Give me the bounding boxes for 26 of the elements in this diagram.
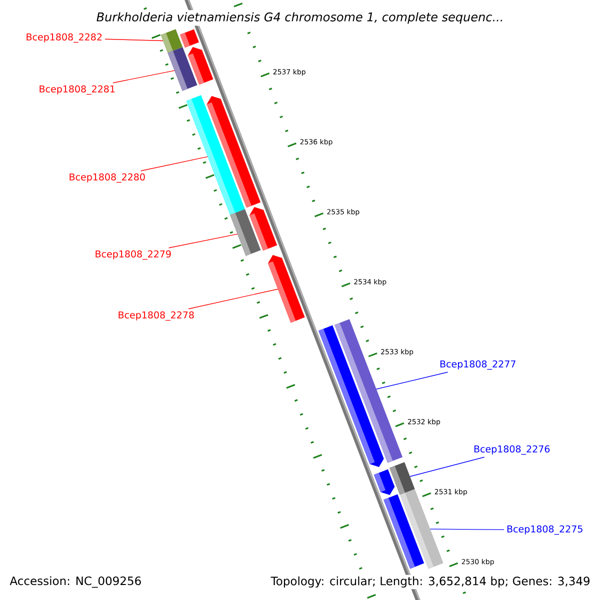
leader-line — [168, 234, 238, 248]
leader-line — [376, 372, 448, 390]
gene-label: Bcep1808_2278 — [118, 311, 194, 321]
gene-label: Bcep1808_2280 — [70, 173, 145, 183]
gene-label: Bcep1808_2276 — [474, 445, 550, 455]
gene-block — [374, 469, 395, 495]
gene-block — [384, 494, 424, 569]
leader-line — [430, 528, 504, 530]
gene-label: Bcep1808_2282 — [26, 33, 102, 43]
leader-line — [410, 456, 485, 477]
leader-line — [140, 156, 208, 172]
gene-label: Bcep1808_2277 — [440, 360, 516, 370]
gene-block — [268, 255, 305, 323]
gene-block — [180, 29, 199, 48]
leader-line — [112, 70, 175, 84]
gene-block — [230, 209, 261, 256]
gene-block — [188, 47, 214, 85]
leader-line — [104, 38, 164, 42]
gene-label: Bcep1808_2279 — [96, 250, 171, 260]
gene-block — [206, 96, 261, 208]
genome-info-text: Topology: circular; Length: 3,652,814 bp; Genes: 3,349 — [269, 574, 592, 590]
gene-label: Bcep1808_2275 — [507, 525, 582, 535]
accession-text: Accession: NC_009256 — [8, 574, 144, 590]
leader-line — [188, 288, 278, 310]
gene-label: Bcep1808_2281 — [40, 85, 115, 95]
title: Burkholderia vietnamiensis G4 chromosome 1, complete sequenc... — [94, 10, 506, 26]
